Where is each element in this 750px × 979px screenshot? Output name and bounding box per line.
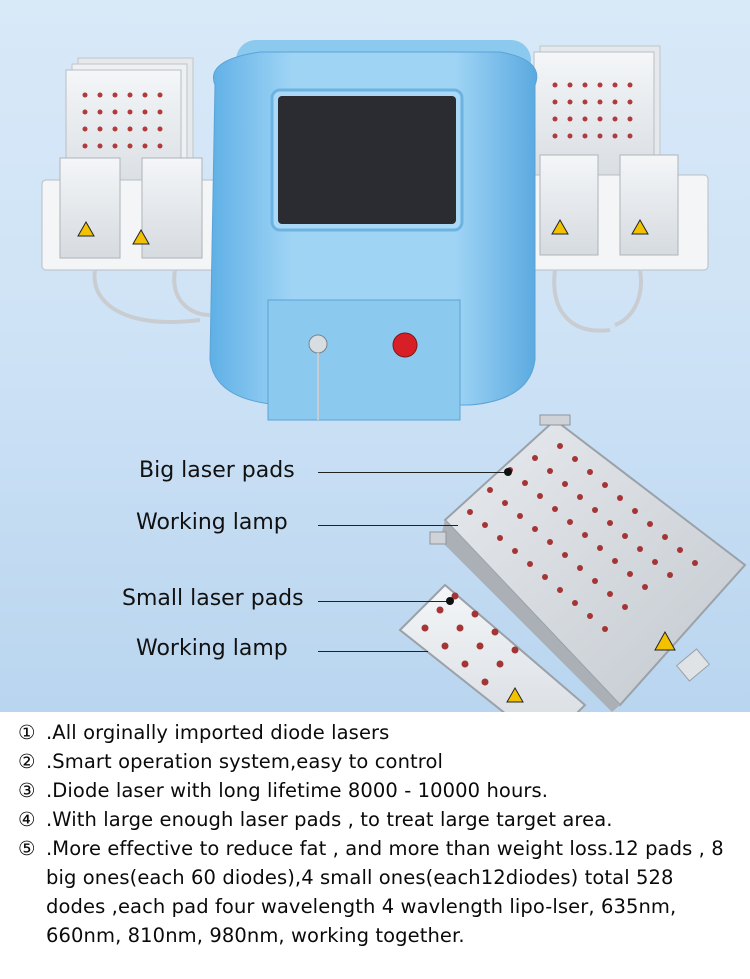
callout-working-lamp-1: Working lamp (136, 510, 288, 535)
feature-text: .Diode laser with long lifetime 8000 - 1… (46, 779, 549, 802)
feature-text: .More effective to reduce fat , and more… (46, 837, 724, 947)
leader-line-big-pads (318, 472, 506, 473)
machine-body (209, 40, 538, 421)
feature-list: ① .All orginally imported diode lasers ②… (18, 718, 738, 950)
feature-number: ② (18, 750, 36, 773)
machine-illustration (41, 40, 747, 712)
feature-text: .All orginally imported diode lasers (46, 721, 390, 744)
callout-working-lamp-2: Working lamp (136, 636, 288, 661)
right-pad-stack (527, 45, 709, 333)
feature-item: ② .Smart operation system,easy to contro… (18, 747, 738, 776)
feature-item: ③ .Diode laser with long lifetime 8000 -… (18, 776, 738, 805)
leader-dot-small-pads (446, 597, 454, 605)
leader-line-working-lamp-2 (318, 651, 428, 652)
feature-text: .Smart operation system,easy to control (46, 750, 444, 773)
feature-item: ⑤ .More effective to reduce fat , and mo… (18, 834, 738, 950)
callout-small-pads: Small laser pads (122, 586, 304, 611)
feature-text: .With large enough laser pads , to treat… (46, 808, 613, 831)
feature-number: ④ (18, 808, 36, 831)
left-pad-stack (41, 57, 218, 324)
callout-big-pads: Big laser pads (139, 458, 295, 483)
big-laser-pad (429, 414, 747, 712)
feature-number: ⑤ (18, 837, 36, 860)
feature-item: ① .All orginally imported diode lasers (18, 718, 738, 747)
leader-line-small-pads (318, 601, 448, 602)
feature-number: ① (18, 721, 36, 744)
leader-dot-big-pads (504, 468, 512, 476)
feature-item: ④ .With large enough laser pads , to tre… (18, 805, 738, 834)
small-laser-pad (398, 583, 587, 712)
product-photo: Big laser pads Working lamp Small laser … (0, 0, 750, 712)
leader-line-working-lamp-1 (318, 525, 458, 526)
feature-number: ③ (18, 779, 36, 802)
